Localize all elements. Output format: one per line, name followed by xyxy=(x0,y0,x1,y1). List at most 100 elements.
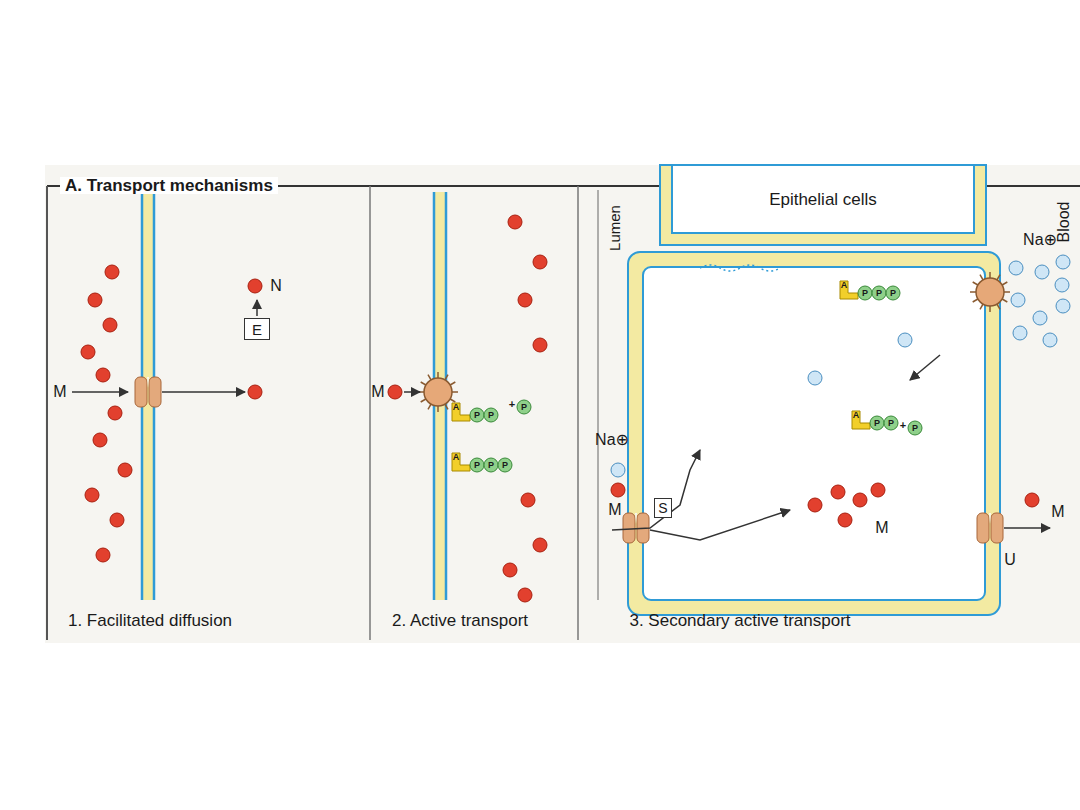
plus-sign: + xyxy=(900,420,906,431)
carrier-protein xyxy=(149,377,161,407)
phosphate-icon xyxy=(498,458,512,472)
substrate-molecule xyxy=(88,293,102,307)
neighbour-cell xyxy=(660,165,986,245)
molecule-label: N xyxy=(270,278,282,294)
substrate-molecule xyxy=(533,255,547,269)
frame-line xyxy=(46,186,48,640)
sodium-ion xyxy=(1033,311,1047,325)
adenosine-icon xyxy=(840,281,858,299)
sodium-ion xyxy=(808,371,822,385)
cell-label-band: Epithelial cells xyxy=(674,167,972,231)
sodium-ion xyxy=(1009,261,1023,275)
sodium-ion xyxy=(1056,255,1070,269)
atp-letter: A xyxy=(453,403,460,412)
atpase-pump xyxy=(424,378,452,406)
phosphate-icon xyxy=(872,286,886,300)
substrate-molecule xyxy=(508,215,522,229)
atp-letter: P xyxy=(474,411,480,420)
phosphate-icon xyxy=(908,421,922,435)
atp-letter: P xyxy=(862,289,868,298)
substrate-molecule xyxy=(533,338,547,352)
atp-letter: P xyxy=(521,403,527,412)
enzyme-box: E xyxy=(244,318,270,340)
carrier-protein xyxy=(135,377,147,407)
phosphate-icon xyxy=(470,408,484,422)
panel-divider xyxy=(577,186,579,640)
region-label: Lumen xyxy=(607,205,622,251)
symporter-label-box: S xyxy=(654,498,672,518)
atp-letter: P xyxy=(888,419,894,428)
atpase-pump xyxy=(976,278,1004,306)
substrate-molecule xyxy=(110,513,124,527)
substrate-molecule xyxy=(521,493,535,507)
carrier-label: U xyxy=(1004,552,1016,568)
carrier-protein xyxy=(623,513,635,543)
epithelial-cell-inner xyxy=(643,267,985,600)
substrate-molecule xyxy=(108,406,122,420)
substrate-molecule xyxy=(388,385,402,399)
sodium-ion xyxy=(1011,293,1025,307)
sodium-ion xyxy=(1056,299,1070,313)
substrate-molecule xyxy=(518,588,532,602)
phosphate-icon xyxy=(517,400,531,414)
adenosine-icon xyxy=(452,403,470,421)
phosphate-icon xyxy=(858,286,872,300)
panel-divider xyxy=(369,186,371,640)
neighbour-cell-inner xyxy=(672,165,974,233)
carrier-protein xyxy=(991,513,1003,543)
atp-letter: P xyxy=(874,419,880,428)
substrate-molecule xyxy=(503,563,517,577)
microvilli xyxy=(700,265,780,271)
substrate-molecule xyxy=(96,368,110,382)
carrier-notch xyxy=(989,513,991,524)
substrate-molecule xyxy=(831,485,845,499)
molecule-label: M xyxy=(1051,504,1064,520)
flux-arrow xyxy=(162,391,245,393)
atp-letter: P xyxy=(474,461,480,470)
atp-letter: P xyxy=(876,289,882,298)
carrier-notch xyxy=(147,377,149,388)
atp-letter: P xyxy=(912,424,918,433)
figure-title: A. Transport mechanisms xyxy=(60,177,278,194)
substrate-molecule xyxy=(838,513,852,527)
molecule-label: M xyxy=(371,384,384,400)
molecule-label: M xyxy=(608,502,621,518)
panel-caption: 1. Facilitated diffusion xyxy=(68,612,232,629)
substrate-molecule xyxy=(611,483,625,497)
carrier-notch xyxy=(635,513,637,524)
panel-caption: 2. Active transport xyxy=(392,612,528,629)
lumen-line xyxy=(598,190,599,600)
atp-letter: A xyxy=(853,411,860,420)
sodium-ion xyxy=(1055,278,1069,292)
adenosine-icon xyxy=(852,411,870,429)
flux-arrow xyxy=(72,391,128,393)
sodium-ion xyxy=(1013,326,1027,340)
substrate-molecule xyxy=(248,385,262,399)
node-text: E xyxy=(252,322,262,337)
sodium-ion xyxy=(1043,333,1057,347)
phosphate-icon xyxy=(484,458,498,472)
substrate-molecule xyxy=(105,265,119,279)
substrate-molecule xyxy=(81,345,95,359)
atp-letter: P xyxy=(488,411,494,420)
atp-letter: A xyxy=(841,281,848,290)
flux-arrow xyxy=(1004,527,1050,529)
flux-arrow xyxy=(404,391,420,393)
flux-arrow xyxy=(256,300,258,316)
panel-caption: 3. Secondary active transport xyxy=(629,612,850,629)
flux-arrow xyxy=(910,355,940,380)
molecule-label: M xyxy=(875,520,888,536)
substrate-molecule xyxy=(871,483,885,497)
substrate-molecule xyxy=(1025,493,1039,507)
phosphate-icon xyxy=(470,458,484,472)
ion-label: Na⊕ xyxy=(1023,232,1057,248)
substrate-molecule xyxy=(96,548,110,562)
node-text: Epithelial cells xyxy=(769,191,877,208)
phosphate-icon xyxy=(884,416,898,430)
atp-letter: P xyxy=(502,461,508,470)
phosphate-icon xyxy=(886,286,900,300)
substrate-molecule xyxy=(93,433,107,447)
substrate-molecule xyxy=(85,488,99,502)
sodium-ion xyxy=(898,333,912,347)
substrate-molecule xyxy=(853,493,867,507)
